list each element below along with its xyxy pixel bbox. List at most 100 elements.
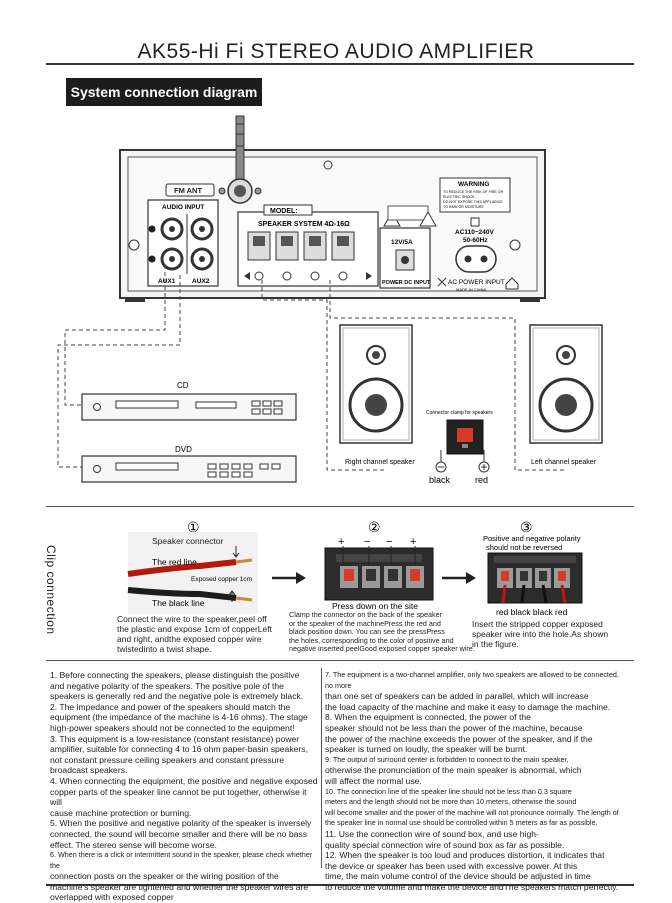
amplifier-rear-panel: FM ANT AUDIO INPUT AUX1 AUX2 MODEL: SPEA…	[119, 115, 546, 302]
plus-icon	[478, 461, 490, 473]
dc-rating-label: 12V/5A	[391, 239, 413, 246]
red-label: red	[475, 475, 488, 485]
made-in-label: MADE IN CHINA	[456, 287, 487, 292]
note-line: 2. The impedance and power of the speake…	[50, 701, 291, 712]
ac-power-input-label: AC POWER INPUT	[448, 279, 505, 286]
note-line: machine's speaker are tightened and whet…	[50, 881, 309, 892]
black-label: black	[429, 475, 451, 485]
plus-icon: +	[338, 536, 344, 548]
step3-photo	[487, 552, 583, 604]
minus-icon: −	[364, 536, 370, 548]
connection-wires	[57, 265, 567, 471]
top-screw-icon	[323, 160, 333, 170]
note-line: 12. When the speaker is too loud and pro…	[325, 850, 605, 861]
note-line: 5. When the positive and negative polari…	[50, 818, 312, 829]
speaker-system-label: SPEAKER SYSTEM 4Ω-16Ω	[258, 221, 350, 228]
r-channel-icon	[244, 272, 250, 280]
amp-foot	[125, 298, 145, 302]
power-dc-input-block: 12V/5A POWER DC INPUT	[379, 227, 431, 289]
note-line: not constant pressure ceiling speakers a…	[50, 754, 285, 765]
audio-input-label: AUDIO INPUT	[162, 204, 204, 211]
exposed-copper-label: Exposed copper 1cm	[191, 576, 252, 583]
clip-top-rule	[46, 506, 634, 507]
note-line: 6. When there is a click or intermittent…	[50, 850, 313, 870]
note-line: 10. The connection line of the speaker l…	[325, 786, 572, 796]
note-line: overlapped with exposed copper	[50, 892, 174, 903]
ac-socket-icon	[455, 245, 497, 273]
step1-photo: Speaker connector The red line Exposed c…	[127, 532, 258, 614]
audio-input-frame	[147, 199, 219, 287]
fm-ant-tag	[165, 183, 215, 197]
speaker-connector-label: Speaker connector	[152, 536, 224, 546]
connection-diagram: FM ANT AUDIO INPUT AUX1 AUX2 MODEL: SPEA…	[57, 115, 603, 485]
black-line-label: The black line	[152, 598, 205, 608]
step2-number: ②	[368, 519, 381, 535]
antenna-rod-icon	[235, 115, 245, 181]
wire-colors-label: red black black red	[496, 607, 568, 617]
note-line: the power of the machine exceeds the pow…	[325, 733, 593, 744]
l-channel-icon	[366, 272, 372, 280]
left-screw-icon	[128, 239, 140, 251]
note-line: speakers is generally red and the negati…	[50, 691, 304, 702]
note-line: quality special connection wire of sound…	[325, 839, 565, 850]
power-button-icon	[93, 465, 101, 473]
left-channel-speaker: Left channel speaker	[529, 324, 603, 466]
aux2-label: AUX2	[192, 278, 210, 285]
section-header: System connection diagram	[66, 78, 262, 106]
note-line: connection posts on the speaker or the w…	[50, 871, 279, 882]
step3-header-line: Positive and negative polarity	[483, 534, 581, 543]
aux1-label: AUX1	[158, 278, 176, 285]
dvd-label: DVD	[175, 445, 192, 454]
clip-steps: ① Speaker connector The red line Exposed…	[127, 519, 583, 617]
double-insulation-icon	[470, 217, 480, 227]
note-line: meters and the length should not be more…	[325, 797, 577, 807]
note-line: will become smaller and the power of the…	[325, 807, 619, 817]
plus-icon	[254, 271, 264, 281]
note-line: 3. This equipment is a low-resistance (c…	[50, 733, 300, 744]
arrow-up-icon	[228, 590, 236, 602]
note-line: copper parts of the speaker line cannot …	[50, 786, 307, 808]
warning-line: DO NOT EXPOSE THIS APPLIANCE	[443, 200, 503, 204]
fm-ant-label: FM ANT	[174, 186, 202, 195]
note-line: and negative polarity of the speakers. T…	[50, 680, 284, 691]
warning-line: TO REDUCE THE RISK OF FIRE OR	[443, 190, 504, 194]
right-channel-speaker: Right channel speaker	[339, 324, 415, 466]
warning-title: WARNING	[458, 181, 489, 188]
note-line: 8. When the equipment is connected, the …	[325, 712, 531, 723]
left-speaker-label: Left channel speaker	[531, 459, 597, 466]
r-marker-icon	[148, 255, 156, 263]
black-wire	[127, 587, 237, 601]
minus-icon: −	[386, 536, 392, 548]
step2-caption: Clamp the connector on the back of the s…	[289, 610, 475, 654]
cd-player: CD	[81, 381, 297, 421]
right-speaker-label: Right channel speaker	[345, 459, 415, 466]
disc-tray-icon	[115, 400, 179, 409]
note-line: high-power speakers should not be connec…	[50, 722, 295, 733]
minus-icon	[435, 461, 447, 473]
clamp-label: Connector clamp for speakers	[426, 410, 493, 416]
power-dc-input-label: POWER DC INPUT	[382, 280, 431, 286]
cd-chassis	[81, 393, 297, 421]
speaker-cabinet	[529, 324, 603, 444]
red-wire	[127, 559, 237, 577]
page-title: AK55-Hi Fi STEREO AUDIO AMPLIFIER	[137, 40, 535, 63]
note-line: 9. The output of surround center is forb…	[325, 754, 569, 764]
note-line: 7. The equipment is a two-channel amplif…	[325, 670, 619, 690]
power-button-icon	[93, 403, 101, 411]
arrow-down-icon	[232, 546, 240, 558]
note-line: the load capacity of the machine and mak…	[325, 701, 611, 712]
note-line: speaker should not be less than the powe…	[325, 722, 583, 733]
step3-header-line: should not be reversed	[486, 543, 562, 552]
note-line: the speaker line in normal use should be…	[325, 818, 598, 828]
bottom-rule	[46, 884, 634, 886]
note-line: cause machine protection or burning.	[50, 807, 192, 818]
step3-number: ③	[520, 519, 533, 535]
amp-foot	[520, 298, 540, 302]
indoor-use-icon	[505, 277, 519, 290]
notes-right-column: 7. The equipment is a two-channel amplif…	[325, 670, 625, 892]
note-line: will affect the normal use.	[325, 775, 422, 786]
model-tag	[263, 204, 313, 216]
note-line: otherwise the pronunciation of the main …	[325, 765, 582, 776]
note-line: broadcast speakers.	[50, 765, 128, 776]
warning-label: WARNING TO REDUCE THE RISK OF FIRE OR EL…	[439, 177, 511, 213]
